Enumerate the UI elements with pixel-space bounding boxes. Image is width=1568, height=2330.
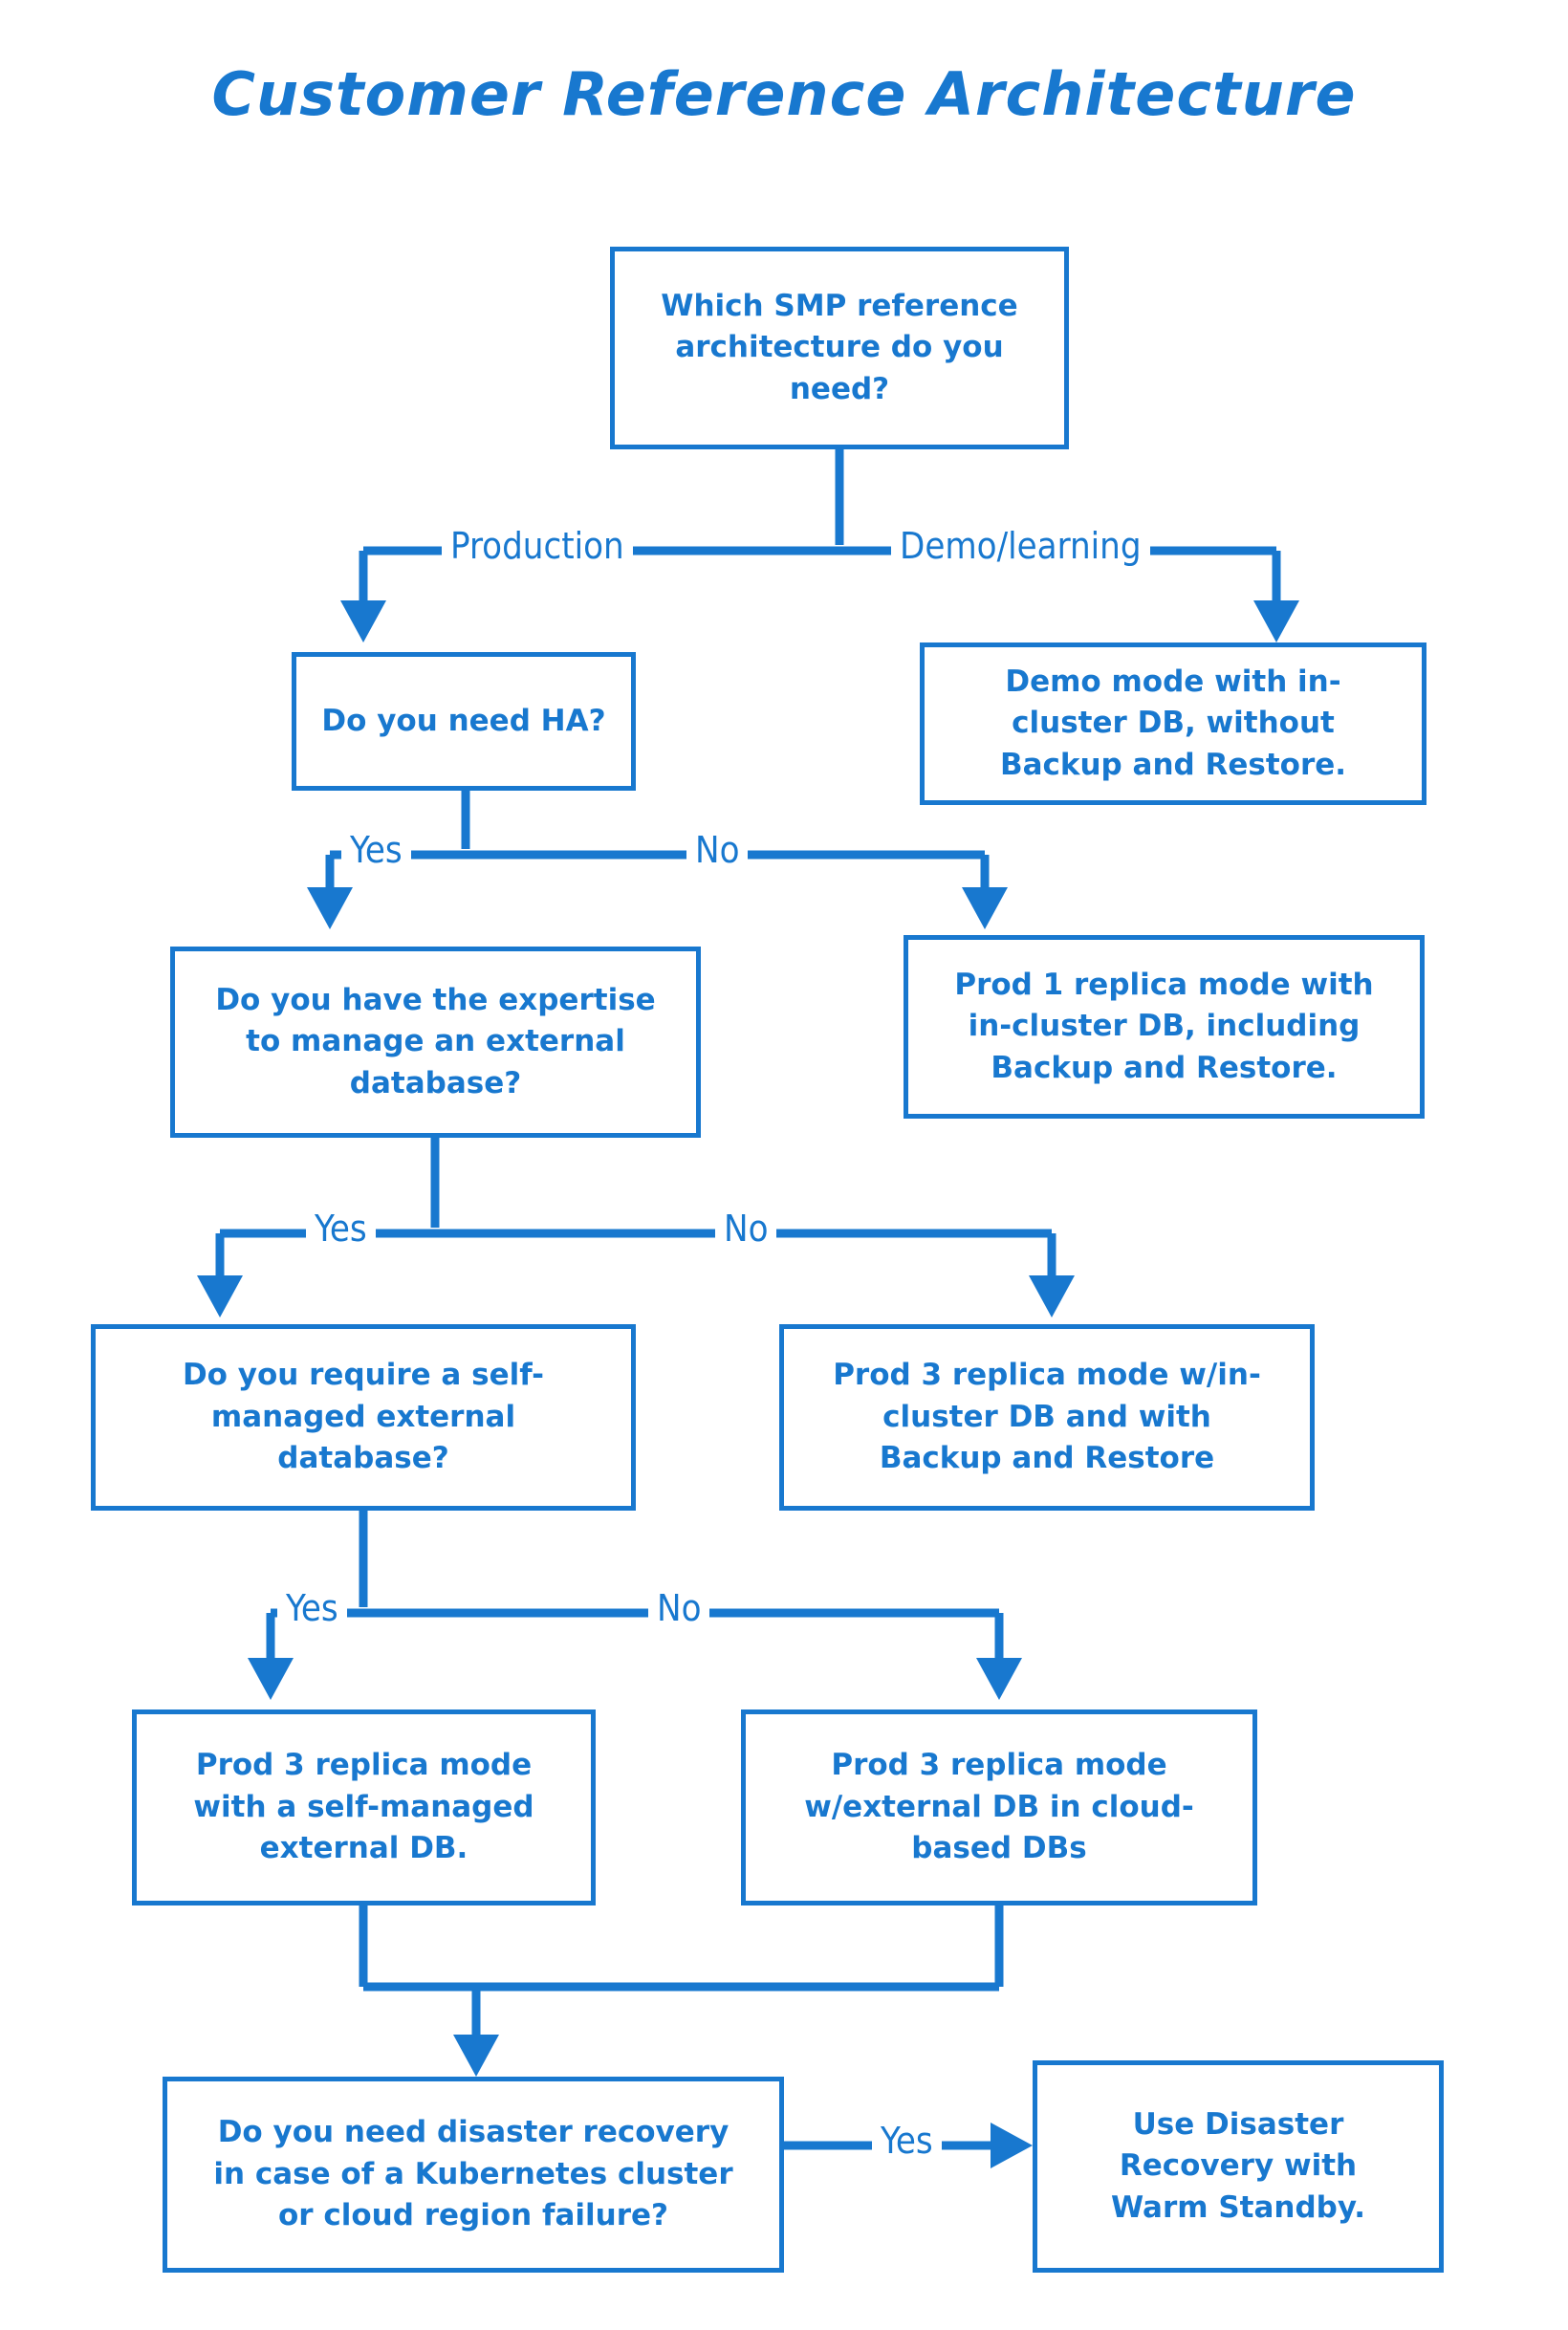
edge-label-expertise-no: No	[715, 1210, 777, 1247]
arrowhead-self-no	[976, 1658, 1022, 1700]
node-r-demo[interactable]: Demo mode with in- cluster DB, without B…	[920, 642, 1426, 805]
node-q-ha-label: Do you need HA?	[321, 703, 606, 738]
node-r-warm-standby-label: Use Disaster Recovery with Warm Standby.	[1110, 2106, 1366, 2225]
node-q-selfmanaged-label: Do you require a self- managed external …	[182, 1358, 545, 1476]
edge-label-ha-no: No	[686, 832, 749, 868]
page-title: Customer Reference Architecture	[211, 59, 1357, 129]
node-r-prod1[interactable]: Prod 1 replica mode with in-cluster DB, …	[904, 935, 1425, 1119]
arrowhead-ha-yes	[307, 887, 353, 929]
edge-label-ha-yes: Yes	[341, 832, 411, 868]
node-q-root[interactable]: Which SMP reference architecture do you …	[610, 247, 1069, 449]
node-q-disaster-recovery-label: Do you need disaster recovery in case of…	[213, 2115, 733, 2233]
node-r-prod3-incluster[interactable]: Prod 3 replica mode w/in- cluster DB and…	[779, 1324, 1315, 1511]
arrowhead-dr	[453, 2035, 499, 2077]
node-q-root-label: Which SMP reference architecture do you …	[661, 288, 1018, 406]
edge-label-production: Production	[442, 528, 633, 564]
node-q-expertise[interactable]: Do you have the expertise to manage an e…	[170, 947, 701, 1138]
arrowhead-exp-no	[1029, 1275, 1075, 1317]
edge-label-demo-learning: Demo/learning	[891, 528, 1150, 564]
node-q-disaster-recovery[interactable]: Do you need disaster recovery in case of…	[163, 2077, 784, 2273]
node-q-selfmanaged[interactable]: Do you require a self- managed external …	[91, 1324, 636, 1511]
node-q-ha[interactable]: Do you need HA?	[292, 652, 636, 791]
edge-label-selfmanaged-yes: Yes	[277, 1590, 347, 1626]
edge-label-expertise-yes: Yes	[306, 1210, 376, 1247]
arrowhead-exp-yes	[197, 1275, 243, 1317]
node-r-warm-standby[interactable]: Use Disaster Recovery with Warm Standby.	[1033, 2060, 1444, 2273]
node-q-expertise-label: Do you have the expertise to manage an e…	[215, 982, 656, 1100]
arrowhead-self-yes	[248, 1658, 294, 1700]
node-r-prod3-selfmanaged[interactable]: Prod 3 replica mode with a self-managed …	[132, 1709, 596, 1905]
node-r-prod3-cloud-label: Prod 3 replica mode w/external DB in clo…	[804, 1748, 1194, 1866]
arrowhead-ha-no	[962, 887, 1008, 929]
node-r-prod1-label: Prod 1 replica mode with in-cluster DB, …	[954, 967, 1374, 1085]
node-r-demo-label: Demo mode with in- cluster DB, without B…	[999, 664, 1347, 782]
arrowhead-production	[340, 600, 386, 642]
node-r-prod3-cloud[interactable]: Prod 3 replica mode w/external DB in clo…	[741, 1709, 1257, 1905]
arrowhead-demo	[1253, 600, 1299, 642]
node-r-prod3-selfmanaged-label: Prod 3 replica mode with a self-managed …	[193, 1748, 534, 1866]
edge-label-selfmanaged-no: No	[648, 1590, 710, 1626]
edge-label-dr-yes: Yes	[872, 2123, 942, 2159]
arrowhead-dr-yes	[991, 2123, 1033, 2168]
node-r-prod3-incluster-label: Prod 3 replica mode w/in- cluster DB and…	[833, 1358, 1261, 1476]
